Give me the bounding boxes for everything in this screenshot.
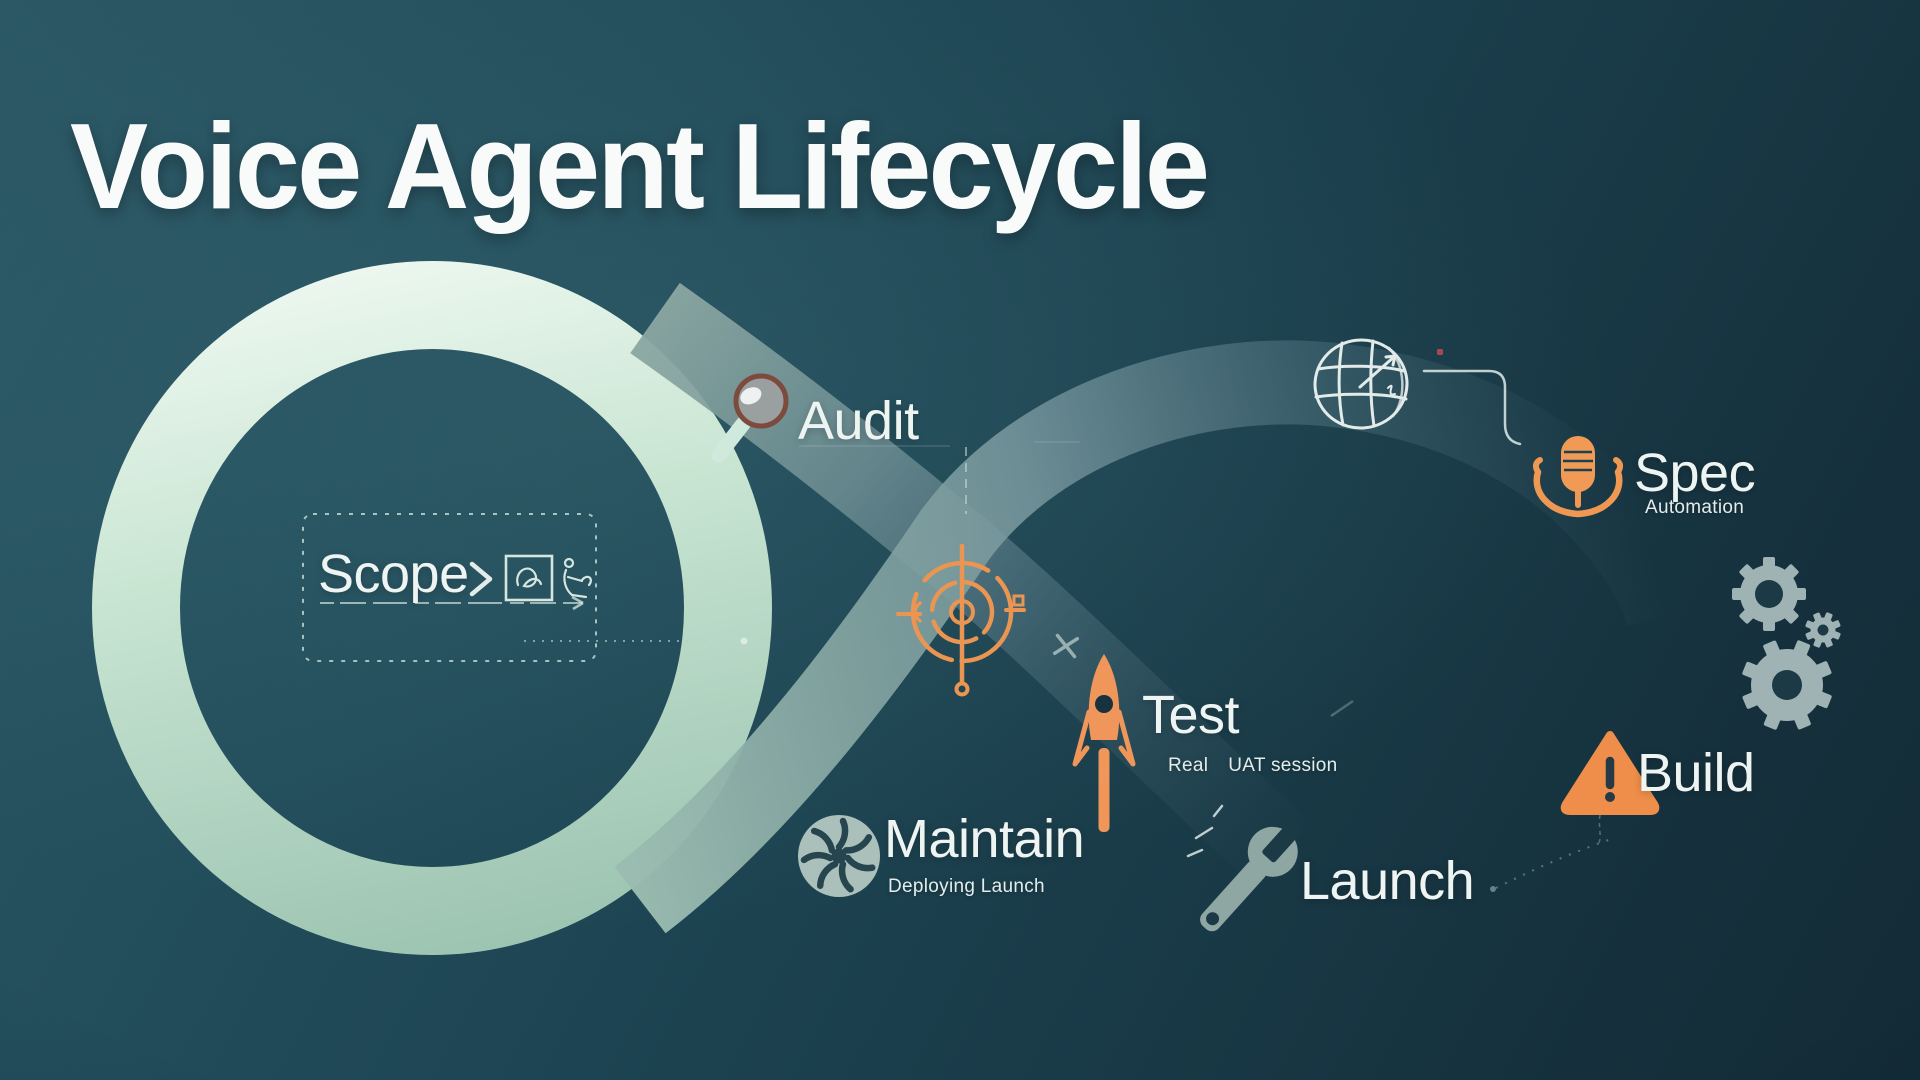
stage-maintain-sublabel: Deploying Launch	[888, 876, 1045, 897]
wrench-sparkles	[1186, 804, 1224, 858]
scope-dotted-connector	[524, 637, 748, 645]
test-sublabel-real: Real	[1168, 755, 1209, 776]
left-loop-ring	[92, 261, 772, 955]
wrench-icon	[1200, 820, 1302, 932]
rocket-icon	[1072, 654, 1136, 832]
gear-medium-icon	[1732, 557, 1806, 631]
scribble-person-icon	[563, 557, 592, 599]
red-dot	[1437, 349, 1443, 355]
stage-audit-label: Audit	[798, 391, 919, 451]
gears-icon	[1732, 557, 1841, 730]
microphone-icon	[1532, 436, 1624, 518]
launch-dotted-trail	[1495, 837, 1615, 889]
warning-triangle-icon	[1560, 731, 1660, 844]
stage-test-sublabel: Real UAT session	[1168, 755, 1338, 777]
scope-underline-arrow	[320, 595, 584, 611]
stage-spec-label: Spec	[1634, 443, 1756, 503]
chevron-right-icon	[469, 561, 493, 597]
rising-band	[614, 340, 1709, 934]
launch-trail-dot	[1490, 886, 1496, 892]
crosshair-target-icon	[896, 543, 1026, 697]
stage-spec-sublabel: Automation	[1645, 497, 1745, 518]
test-slash	[1330, 699, 1354, 718]
stage-scope-label: Scope	[318, 544, 469, 604]
sparkle-icon	[1052, 633, 1080, 659]
gear-large-icon	[1742, 640, 1832, 730]
stage-test-label: Test	[1142, 685, 1240, 745]
scribble-box-icon	[504, 554, 554, 602]
scope-frame	[302, 513, 748, 662]
faint-hairlines	[799, 441, 1354, 718]
gear-small-icon	[1805, 612, 1841, 648]
stage-build-label: Build	[1637, 743, 1755, 803]
page-title: Voice Agent Lifecycle	[70, 98, 1210, 234]
turbine-fan-icon	[798, 815, 880, 897]
magnifier-icon	[711, 373, 789, 463]
stage-launch-label: Launch	[1300, 851, 1475, 911]
connector-line	[1422, 369, 1522, 446]
stage-maintain-label: Maintain	[884, 809, 1085, 869]
globe-grid-icon	[1313, 338, 1409, 430]
test-sublabel-uat-session: UAT session	[1228, 755, 1338, 776]
